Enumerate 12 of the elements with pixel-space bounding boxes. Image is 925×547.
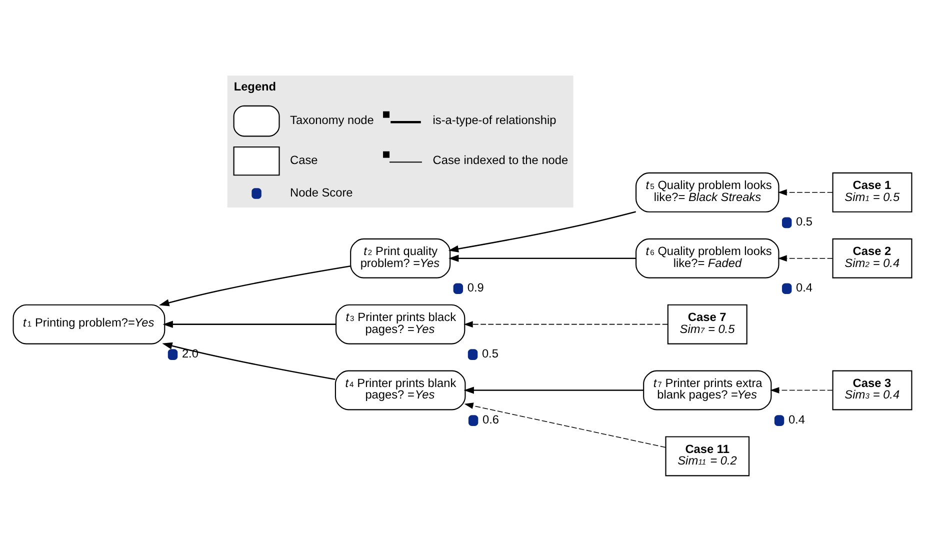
node-label: 0.4 (788, 412, 805, 427)
node-label: 0.6 (482, 412, 500, 427)
legend-label: Case (290, 153, 318, 168)
legend-label: Case indexed to the node (432, 153, 568, 168)
node-label: 0.4 (796, 280, 813, 295)
legend-label: is-a-type-of relationship (432, 113, 556, 128)
label: Legend (234, 80, 276, 94)
legend-label: Taxonomy node (290, 113, 374, 128)
node-label: 0.9 (467, 280, 484, 295)
node-label: 0.5 (482, 346, 498, 361)
node-label: 0.5 (796, 214, 813, 229)
legend-label: Node Score (290, 186, 353, 200)
